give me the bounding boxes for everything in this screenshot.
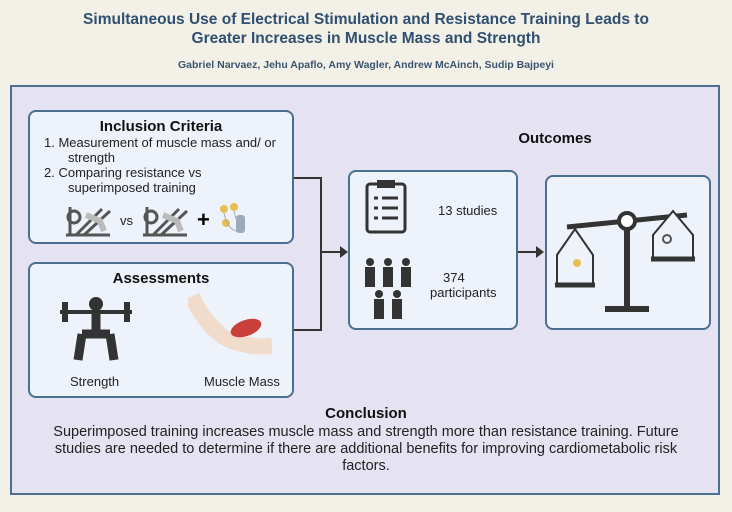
strength-label: Strength: [70, 374, 120, 389]
assessments-heading: Assessments: [112, 270, 210, 287]
electrical-stimulator-icon: [219, 203, 245, 233]
authors: Gabriel Narvaez, Jehu Apaflo, Amy Wagler…: [178, 59, 554, 71]
leg-press-icon: [66, 207, 112, 237]
arrow-icon: [536, 246, 544, 258]
assessments-box: Assessments Strength Muscle Mass: [28, 262, 294, 398]
conclusion-heading: Conclusion: [325, 405, 407, 422]
conclusion-text: Superimposed training increases muscle m…: [53, 424, 679, 474]
criterion-2: 2. Comparing resistance vs superimposed …: [44, 165, 202, 195]
clipboard-icon: [365, 180, 407, 234]
title: Simultaneous Use of Electrical Stimulati…: [83, 11, 649, 47]
arrow-icon: [340, 246, 348, 258]
connector: [294, 329, 321, 331]
criterion-1: 1. Measurement of muscle mass and/ or st…: [44, 135, 276, 165]
studies-box: 13 studies 374 participants: [348, 170, 518, 330]
participants-label: participants: [430, 285, 497, 300]
inclusion-criteria-box: Inclusion Criteria 1. Measurement of mus…: [28, 110, 294, 244]
outcomes-box: [545, 175, 711, 330]
inclusion-heading: Inclusion Criteria: [99, 118, 223, 135]
connector: [320, 251, 342, 253]
muscle-mass-label: Muscle Mass: [204, 374, 280, 389]
plus-label: +: [197, 207, 210, 232]
outcomes-heading: Outcomes: [518, 130, 592, 147]
leg-press-icon: [143, 207, 189, 237]
participants-icon: [365, 258, 411, 319]
connector: [518, 251, 538, 253]
connector: [294, 177, 321, 179]
balance-scale-icon: [555, 209, 695, 312]
connector: [320, 177, 322, 331]
arm-muscle-icon: [188, 292, 273, 355]
vs-label: vs: [120, 212, 133, 228]
studies-count: 13 studies: [438, 203, 498, 218]
participants-count: 374: [443, 270, 465, 285]
squat-weightlifter-icon: [60, 297, 132, 361]
